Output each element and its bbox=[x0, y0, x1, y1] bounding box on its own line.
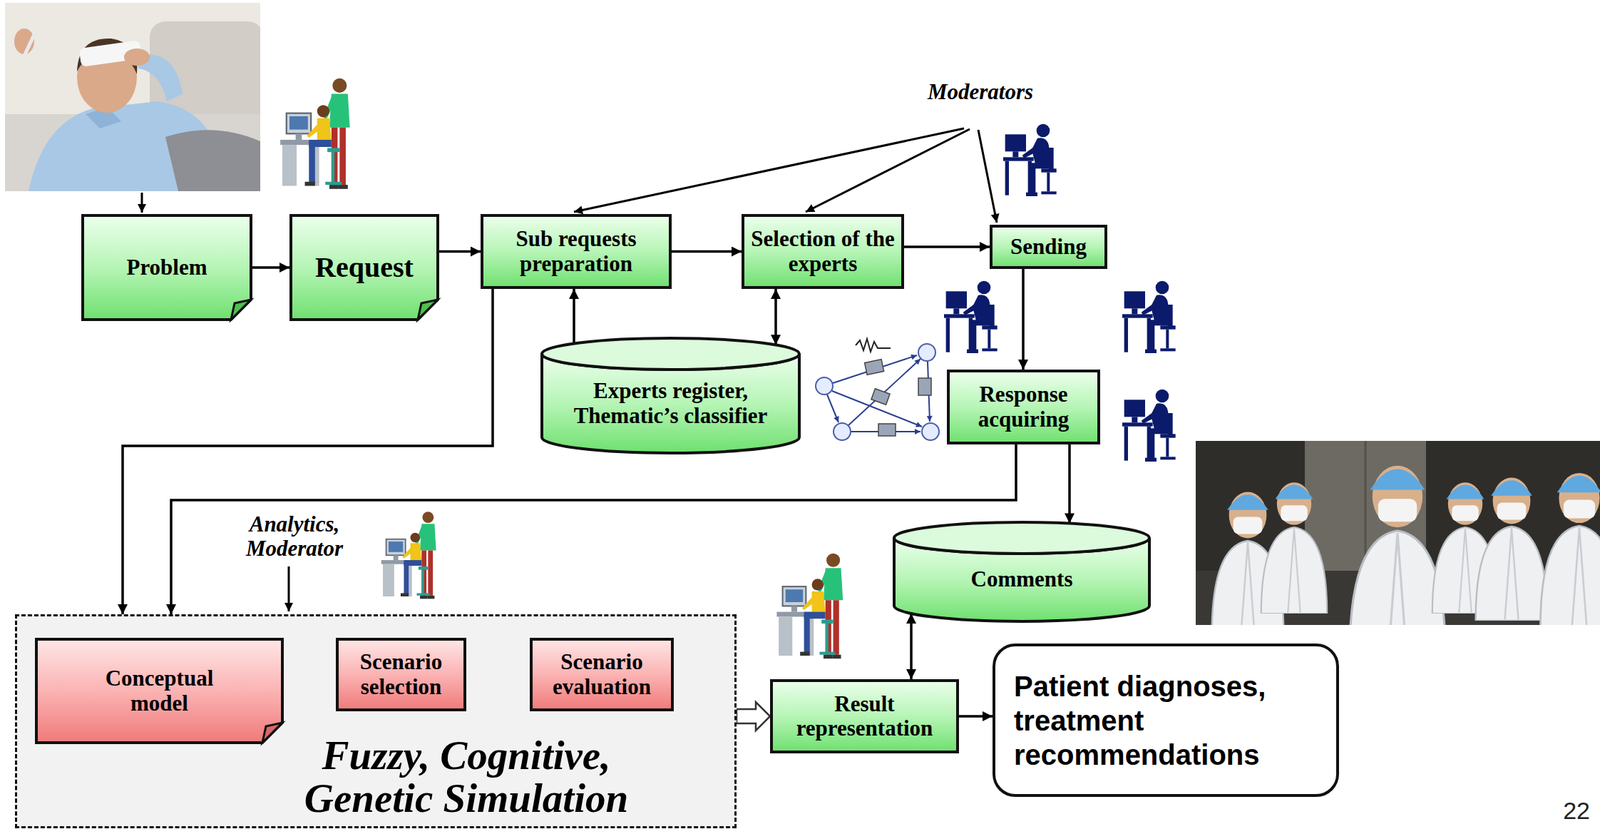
connector-arrow bbox=[171, 444, 1017, 614]
box-label: Scenario evaluation bbox=[538, 649, 666, 699]
note-box: Conceptual model bbox=[34, 637, 284, 744]
note-box: Problem bbox=[81, 213, 253, 321]
note-fold bbox=[231, 299, 251, 320]
process-box: Scenario selection bbox=[335, 637, 467, 711]
doctors-photo bbox=[1195, 440, 1600, 625]
box-label: Sending bbox=[998, 234, 1099, 259]
user-icon bbox=[280, 78, 843, 659]
connector-arrow bbox=[959, 714, 993, 718]
cylinder-top bbox=[894, 521, 1150, 554]
box-outline bbox=[742, 215, 903, 288]
box-label: Patient diagnoses, treatment recommendat… bbox=[1013, 668, 1318, 772]
process-box: Selection of the experts bbox=[741, 213, 905, 289]
annotation-label: Analytics, Moderator bbox=[226, 511, 363, 561]
connector-arrow bbox=[1068, 444, 1071, 524]
note-outline bbox=[36, 638, 283, 743]
box-outline bbox=[531, 638, 673, 710]
moderator-arrows bbox=[288, 128, 997, 612]
annotation-label: Moderators bbox=[884, 79, 1077, 105]
box-outline bbox=[771, 680, 958, 752]
connector-arrow bbox=[904, 245, 990, 249]
cylinder-top bbox=[541, 337, 800, 370]
process-box: Sub requests preparation bbox=[480, 213, 672, 289]
box-label: Response acquiring bbox=[955, 382, 1092, 431]
process-box: Scenario evaluation bbox=[529, 637, 674, 711]
box-outline bbox=[337, 638, 465, 710]
note-fold bbox=[417, 299, 438, 320]
box-outline bbox=[481, 215, 671, 288]
box-label: Sub requests preparation bbox=[489, 226, 664, 276]
box-outline bbox=[991, 226, 1106, 268]
process-box: Result representation bbox=[770, 678, 960, 753]
connector-arrow bbox=[774, 288, 778, 345]
database-cylinder: Experts register, Thematic’s classifier bbox=[540, 336, 801, 455]
box-label: Comments bbox=[901, 566, 1143, 592]
connector-arrow bbox=[1021, 268, 1025, 370]
box-label: Result representation bbox=[778, 691, 951, 741]
note-box: Request bbox=[289, 213, 440, 321]
note-outline bbox=[290, 215, 438, 320]
process-box: Sending bbox=[989, 224, 1108, 269]
connector-arrow bbox=[439, 250, 481, 254]
page-number: 22 bbox=[1532, 797, 1591, 824]
connector-arrow bbox=[252, 265, 290, 269]
box-label: Problem bbox=[96, 255, 238, 280]
process-box: Response acquiring bbox=[946, 369, 1101, 445]
connector-arrow bbox=[909, 613, 913, 679]
note-fold bbox=[262, 722, 283, 743]
box-label: Scenario selection bbox=[344, 649, 458, 699]
block-arrow bbox=[736, 701, 771, 731]
expert-icon bbox=[944, 124, 1176, 462]
note-outline bbox=[82, 215, 251, 320]
box-label: Selection of the experts bbox=[750, 226, 896, 276]
box-label: Request bbox=[304, 251, 425, 284]
box-label: Experts register, Thematic’s classifier bbox=[549, 378, 793, 428]
region-title: Fuzzy, Cognitive, Genetic Simulation bbox=[259, 733, 674, 820]
result-box: Patient diagnoses, treatment recommendat… bbox=[992, 643, 1340, 797]
box-label: Conceptual model bbox=[88, 665, 232, 715]
network-graph bbox=[815, 338, 940, 440]
box-outline bbox=[948, 370, 1099, 443]
connector-arrow bbox=[122, 288, 493, 614]
database-cylinder: Comments bbox=[892, 520, 1151, 623]
connector-arrow bbox=[572, 288, 576, 344]
rounded-outline bbox=[993, 644, 1338, 796]
leader-arrow bbox=[141, 192, 144, 213]
simulation-region: Fuzzy, Cognitive, Genetic Simulation Conc… bbox=[14, 613, 737, 828]
connector-arrow bbox=[671, 250, 742, 254]
patient-photo bbox=[4, 2, 261, 192]
